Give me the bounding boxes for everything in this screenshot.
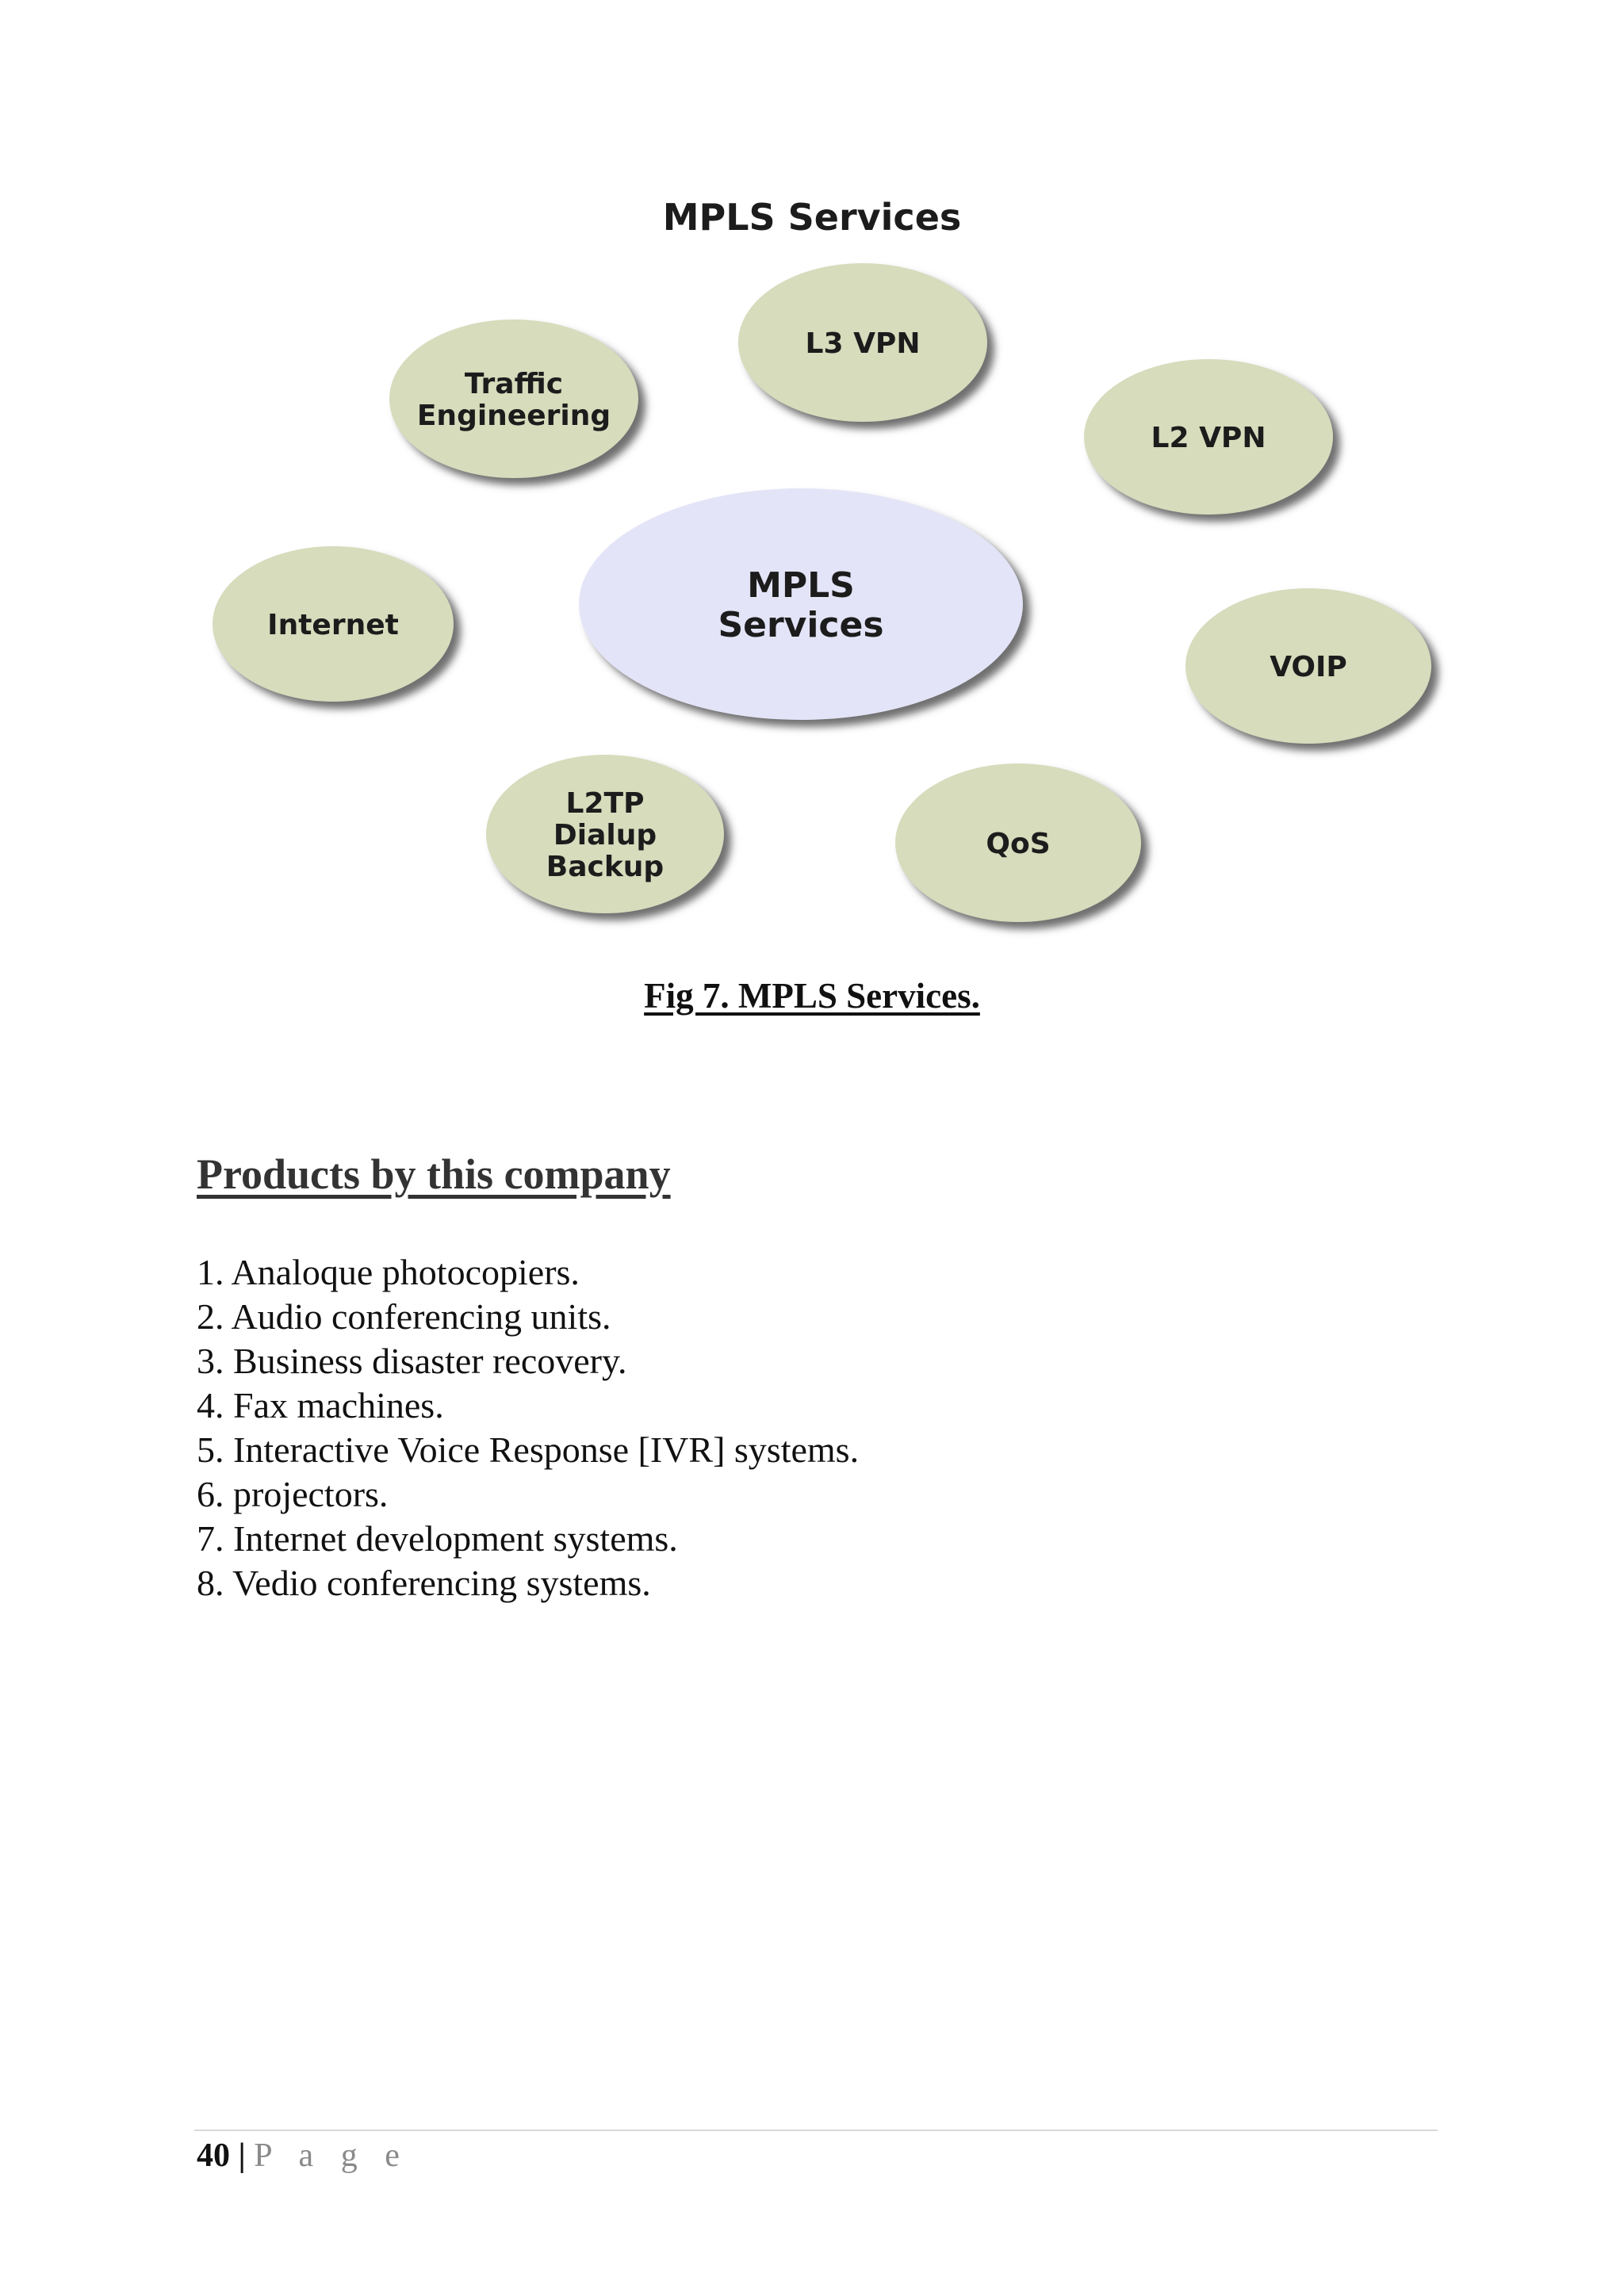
figure-caption: Fig 7. MPLS Services. — [644, 976, 980, 1016]
service-node-label: Traffic — [465, 368, 563, 400]
center-node-label: Services — [718, 605, 883, 645]
service-node-label: Engineering — [417, 400, 611, 432]
list-item: 3. Business disaster recovery. — [197, 1341, 627, 1381]
service-node — [389, 320, 638, 478]
page-footer: 40 | P a g e — [197, 2135, 409, 2176]
list-item: 5. Interactive Voice Response [IVR] syst… — [197, 1429, 860, 1470]
list-item: 6. projectors. — [197, 1474, 389, 1514]
service-node — [486, 755, 724, 913]
service-node — [895, 763, 1141, 922]
diagram-title: MPLS Services — [663, 196, 962, 239]
service-node-label: QoS — [986, 828, 1050, 860]
list-item: 8. Vedio conferencing systems. — [197, 1563, 651, 1603]
list-item: 7. Internet development systems. — [197, 1518, 678, 1559]
service-node — [1084, 359, 1333, 515]
service-node-label: L2TP — [566, 787, 645, 820]
service-node — [1185, 588, 1431, 744]
center-node-label: MPLS — [747, 565, 855, 606]
service-node-label: Backup — [546, 851, 664, 883]
footer-separator: | — [238, 2137, 246, 2174]
list-item: 4. Fax machines. — [197, 1385, 444, 1425]
service-node — [738, 263, 987, 422]
list-item: 2. Audio conferencing units. — [197, 1296, 611, 1337]
center-node — [579, 488, 1023, 720]
page-label: P a g e — [254, 2137, 409, 2174]
service-node-label: L2 VPN — [1151, 422, 1266, 454]
service-node-label: VOIP — [1270, 651, 1347, 683]
list-item: 1. Analoque photocopiers. — [197, 1252, 580, 1292]
service-node — [213, 546, 454, 702]
product-list: 1. Analoque photocopiers. 2. Audio confe… — [197, 1250, 859, 1605]
mpls-diagram-svg: MPLS Services L3 VPN TrafficEngineeringL2… — [213, 196, 1438, 929]
service-node-label: Internet — [267, 609, 399, 641]
page-number: 40 — [197, 2137, 230, 2174]
service-node-label: Dialup — [553, 819, 657, 851]
service-node-label: L3 VPN — [806, 327, 921, 360]
footer-divider — [194, 2130, 1438, 2131]
section-heading: Products by this company — [197, 1150, 671, 1198]
